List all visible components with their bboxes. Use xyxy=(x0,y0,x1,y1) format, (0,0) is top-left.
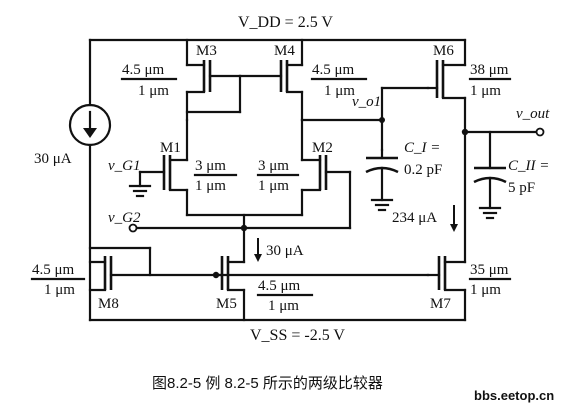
m1-name: M1 xyxy=(160,140,181,156)
current-source xyxy=(68,103,112,147)
capacitor-ci xyxy=(365,148,399,212)
vss-label: V_SS = -2.5 V xyxy=(250,327,345,344)
m4-width: 4.5 μm xyxy=(312,62,355,78)
m3-name: M3 xyxy=(196,43,217,59)
m5-length: 1 μm xyxy=(268,298,299,314)
m6-name: M6 xyxy=(433,43,454,59)
watermark-text: bbs.eetop.cn xyxy=(474,388,554,403)
tail-current-label: 30 μA xyxy=(266,243,304,259)
transistor-m1 xyxy=(128,155,189,217)
m5-name: M5 xyxy=(216,296,237,312)
m1-length: 1 μm xyxy=(195,178,226,194)
transistor-m5 xyxy=(212,256,430,322)
cii-name: C_II = xyxy=(508,158,549,174)
transistor-m6 xyxy=(379,38,467,264)
diff-pair-drain-wires xyxy=(185,86,430,162)
figure-caption: 图8.2-5 例 8.2-5 所示的两级比较器 xyxy=(152,374,383,392)
m7-length: 1 μm xyxy=(470,282,501,298)
m7-width: 35 μm xyxy=(470,262,509,278)
m2-name: M2 xyxy=(312,140,333,156)
output-current-label: 234 μA xyxy=(392,210,437,226)
m6-width: 38 μm xyxy=(470,62,509,78)
m4-length: 1 μm xyxy=(324,83,355,99)
tail-node xyxy=(185,213,304,264)
m2-width: 3 μm xyxy=(258,158,289,174)
m7-name: M7 xyxy=(430,296,451,312)
transistor-m4 xyxy=(185,38,304,122)
m8-name: M8 xyxy=(98,296,119,312)
transistor-m7 xyxy=(426,205,467,322)
transistor-m8 xyxy=(88,256,218,292)
m3-length: 1 μm xyxy=(138,83,169,99)
source-current-label: 30 μA xyxy=(34,151,72,167)
m6-length: 1 μm xyxy=(470,83,501,99)
m8-length: 1 μm xyxy=(44,282,75,298)
vg2-label: v_G2 xyxy=(108,210,141,226)
m3-width: 4.5 μm xyxy=(122,62,165,78)
transistor-m3 xyxy=(185,38,242,122)
capacitor-cii xyxy=(461,127,545,220)
m1-width: 3 μm xyxy=(195,158,226,174)
transistor-m2 xyxy=(128,155,352,233)
m5-width: 4.5 μm xyxy=(258,278,301,294)
vout-label: v_out xyxy=(516,106,550,122)
m4-name: M4 xyxy=(274,43,295,59)
vdd-label: V_DD = 2.5 V xyxy=(238,14,333,31)
vo1-label: v_o1 xyxy=(352,94,381,110)
cii-value: 5 pF xyxy=(508,180,535,196)
ci-name: C_I = xyxy=(404,140,440,156)
ci-value: 0.2 pF xyxy=(404,162,442,178)
vg1-label: v_G1 xyxy=(108,158,141,174)
m2-length: 1 μm xyxy=(258,178,289,194)
m8-width: 4.5 μm xyxy=(32,262,75,278)
